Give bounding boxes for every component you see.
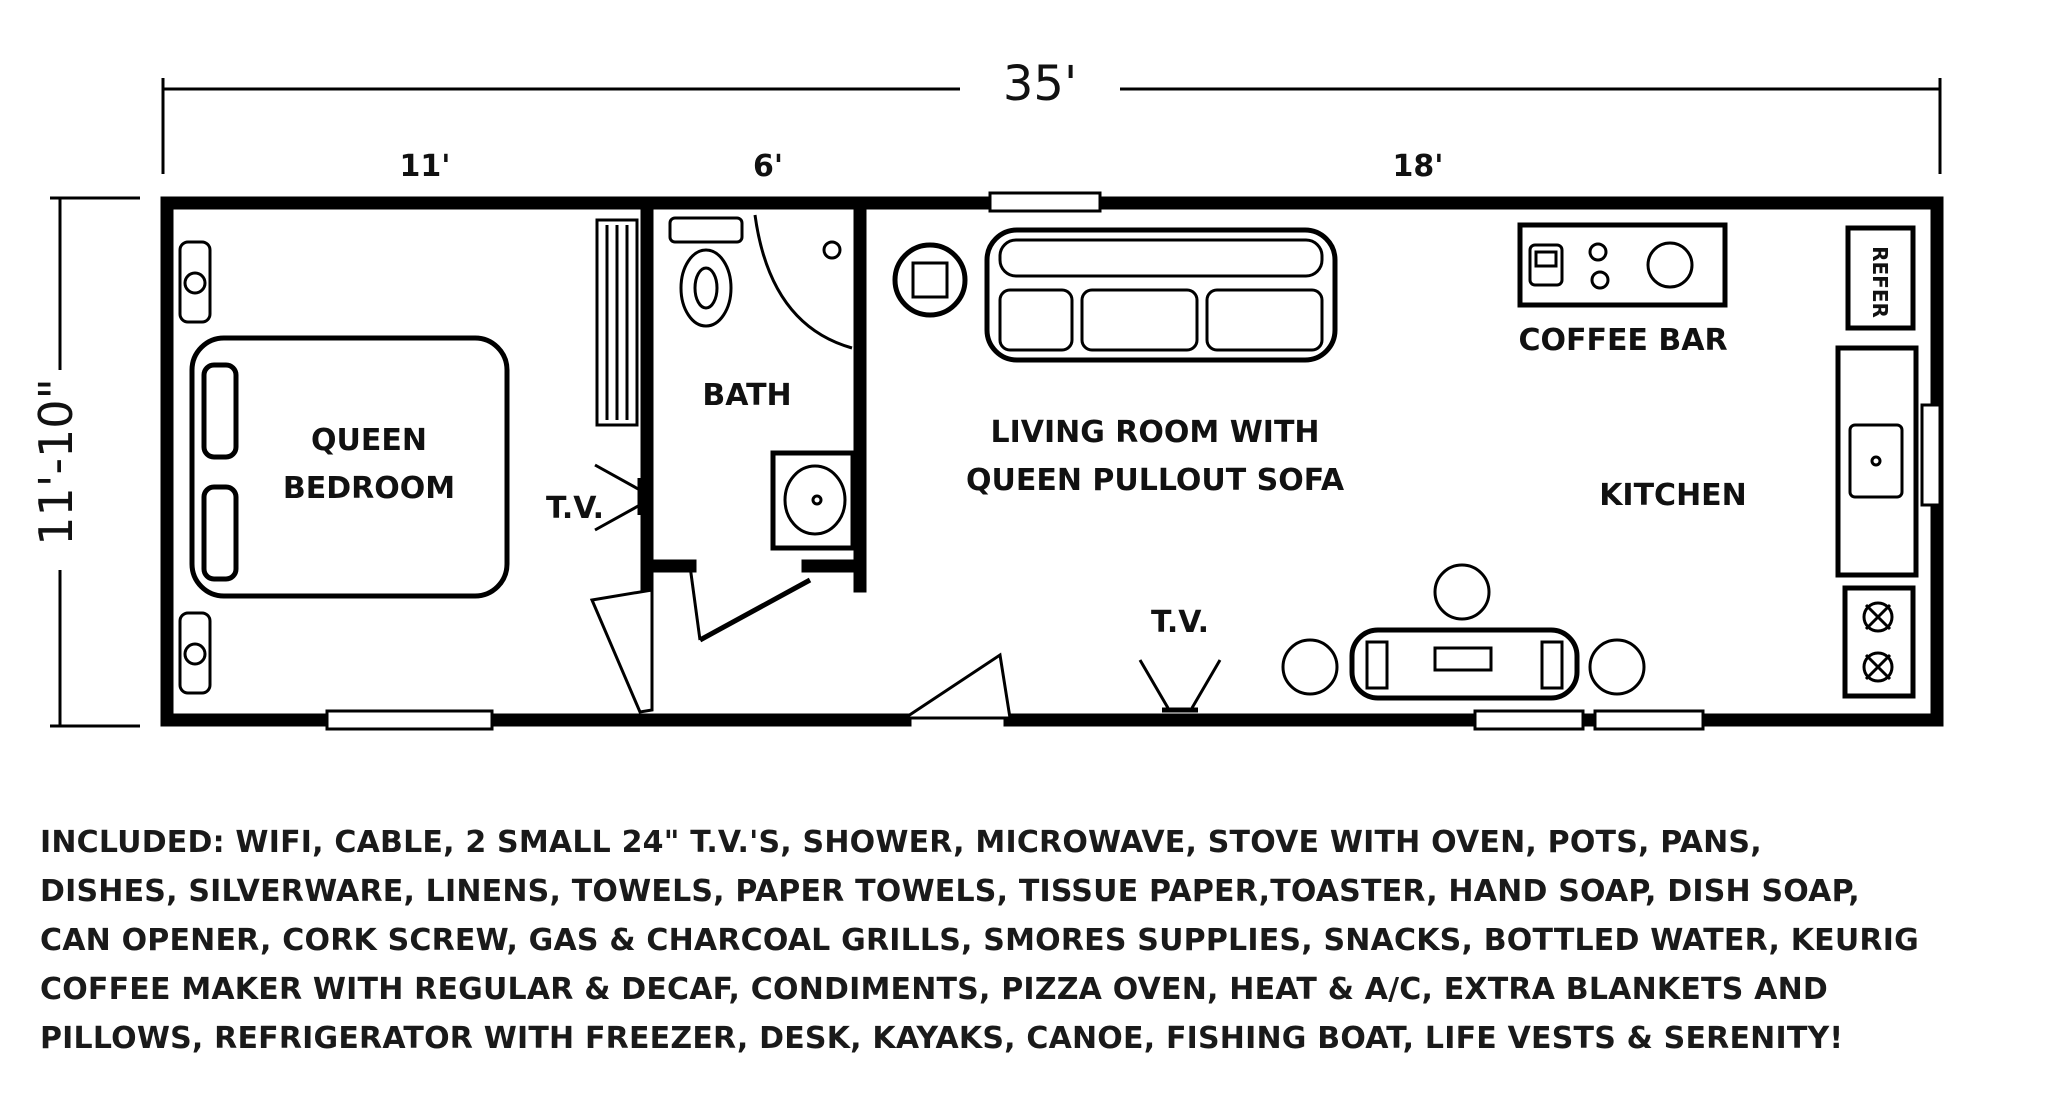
pullout-sofa: [984, 227, 1338, 363]
refer-label: REFER: [1868, 246, 1892, 318]
amenities-line-3: CAN OPENER, CORK SCREW, GAS & CHARCOAL G…: [40, 923, 1919, 958]
refrigerator: REFER: [1845, 225, 1916, 331]
amenities-line-4: COFFEE MAKER WITH REGULAR & DECAF, CONDI…: [40, 972, 1828, 1007]
kitchen-label: KITCHEN: [1599, 478, 1747, 513]
queen-bed: [189, 335, 510, 599]
coffee-bar-counter: [1517, 222, 1728, 308]
bedroom-label-line1: QUEEN: [311, 423, 427, 458]
amenities-line-1: INCLUDED: WIFI, CABLE, 2 SMALL 24" T.V.'…: [40, 825, 1762, 860]
bedroom-width-label: 11': [400, 149, 451, 184]
overall-depth-label: 11'-10": [29, 378, 83, 545]
bedroom-label-line2: BEDROOM: [283, 471, 455, 506]
interior-walls: [640, 203, 867, 595]
bath-door: [688, 565, 812, 643]
bath-door-swing: [753, 214, 853, 350]
nightstand-bottom: [178, 611, 212, 695]
bath-sink: [770, 450, 856, 551]
dining-table: [1281, 563, 1646, 701]
entry-door: [900, 652, 1012, 720]
living-label-line1: LIVING ROOM WITH: [990, 415, 1319, 450]
amenities-line-2: DISHES, SILVERWARE, LINENS, TOWELS, PAPE…: [40, 874, 1860, 909]
nightstand-top: [178, 240, 212, 324]
overall-depth-dimension: 11'-10": [29, 196, 140, 728]
bedroom-door: [589, 588, 654, 714]
stove: [1842, 585, 1916, 699]
toilet: [668, 216, 744, 328]
bedroom-tv-icon: [594, 463, 643, 532]
closet: [595, 218, 639, 427]
living-tv-icon: [1138, 659, 1222, 713]
living-tv-label: T.V.: [1151, 605, 1209, 640]
side-table: [892, 242, 968, 318]
bath-width-label: 6': [753, 149, 783, 184]
amenities-list: INCLUDED: WIFI, CABLE, 2 SMALL 24" T.V.'…: [40, 818, 2030, 1063]
living-label-line2: QUEEN PULLOUT SOFA: [966, 463, 1345, 498]
overall-length-label: 35': [1003, 56, 1077, 112]
coffee-bar-label: COFFEE BAR: [1518, 323, 1727, 358]
kitchen-counter: [1835, 345, 1919, 578]
amenities-line-5: PILLOWS, REFRIGERATOR WITH FREEZER, DESK…: [40, 1021, 1844, 1056]
windows: [325, 191, 1942, 731]
bath-label: BATH: [702, 378, 791, 413]
overall-length-dimension: 35': [161, 56, 1942, 174]
living-width-label: 18': [1393, 149, 1444, 184]
bedroom-tv-label: T.V.: [546, 491, 604, 526]
